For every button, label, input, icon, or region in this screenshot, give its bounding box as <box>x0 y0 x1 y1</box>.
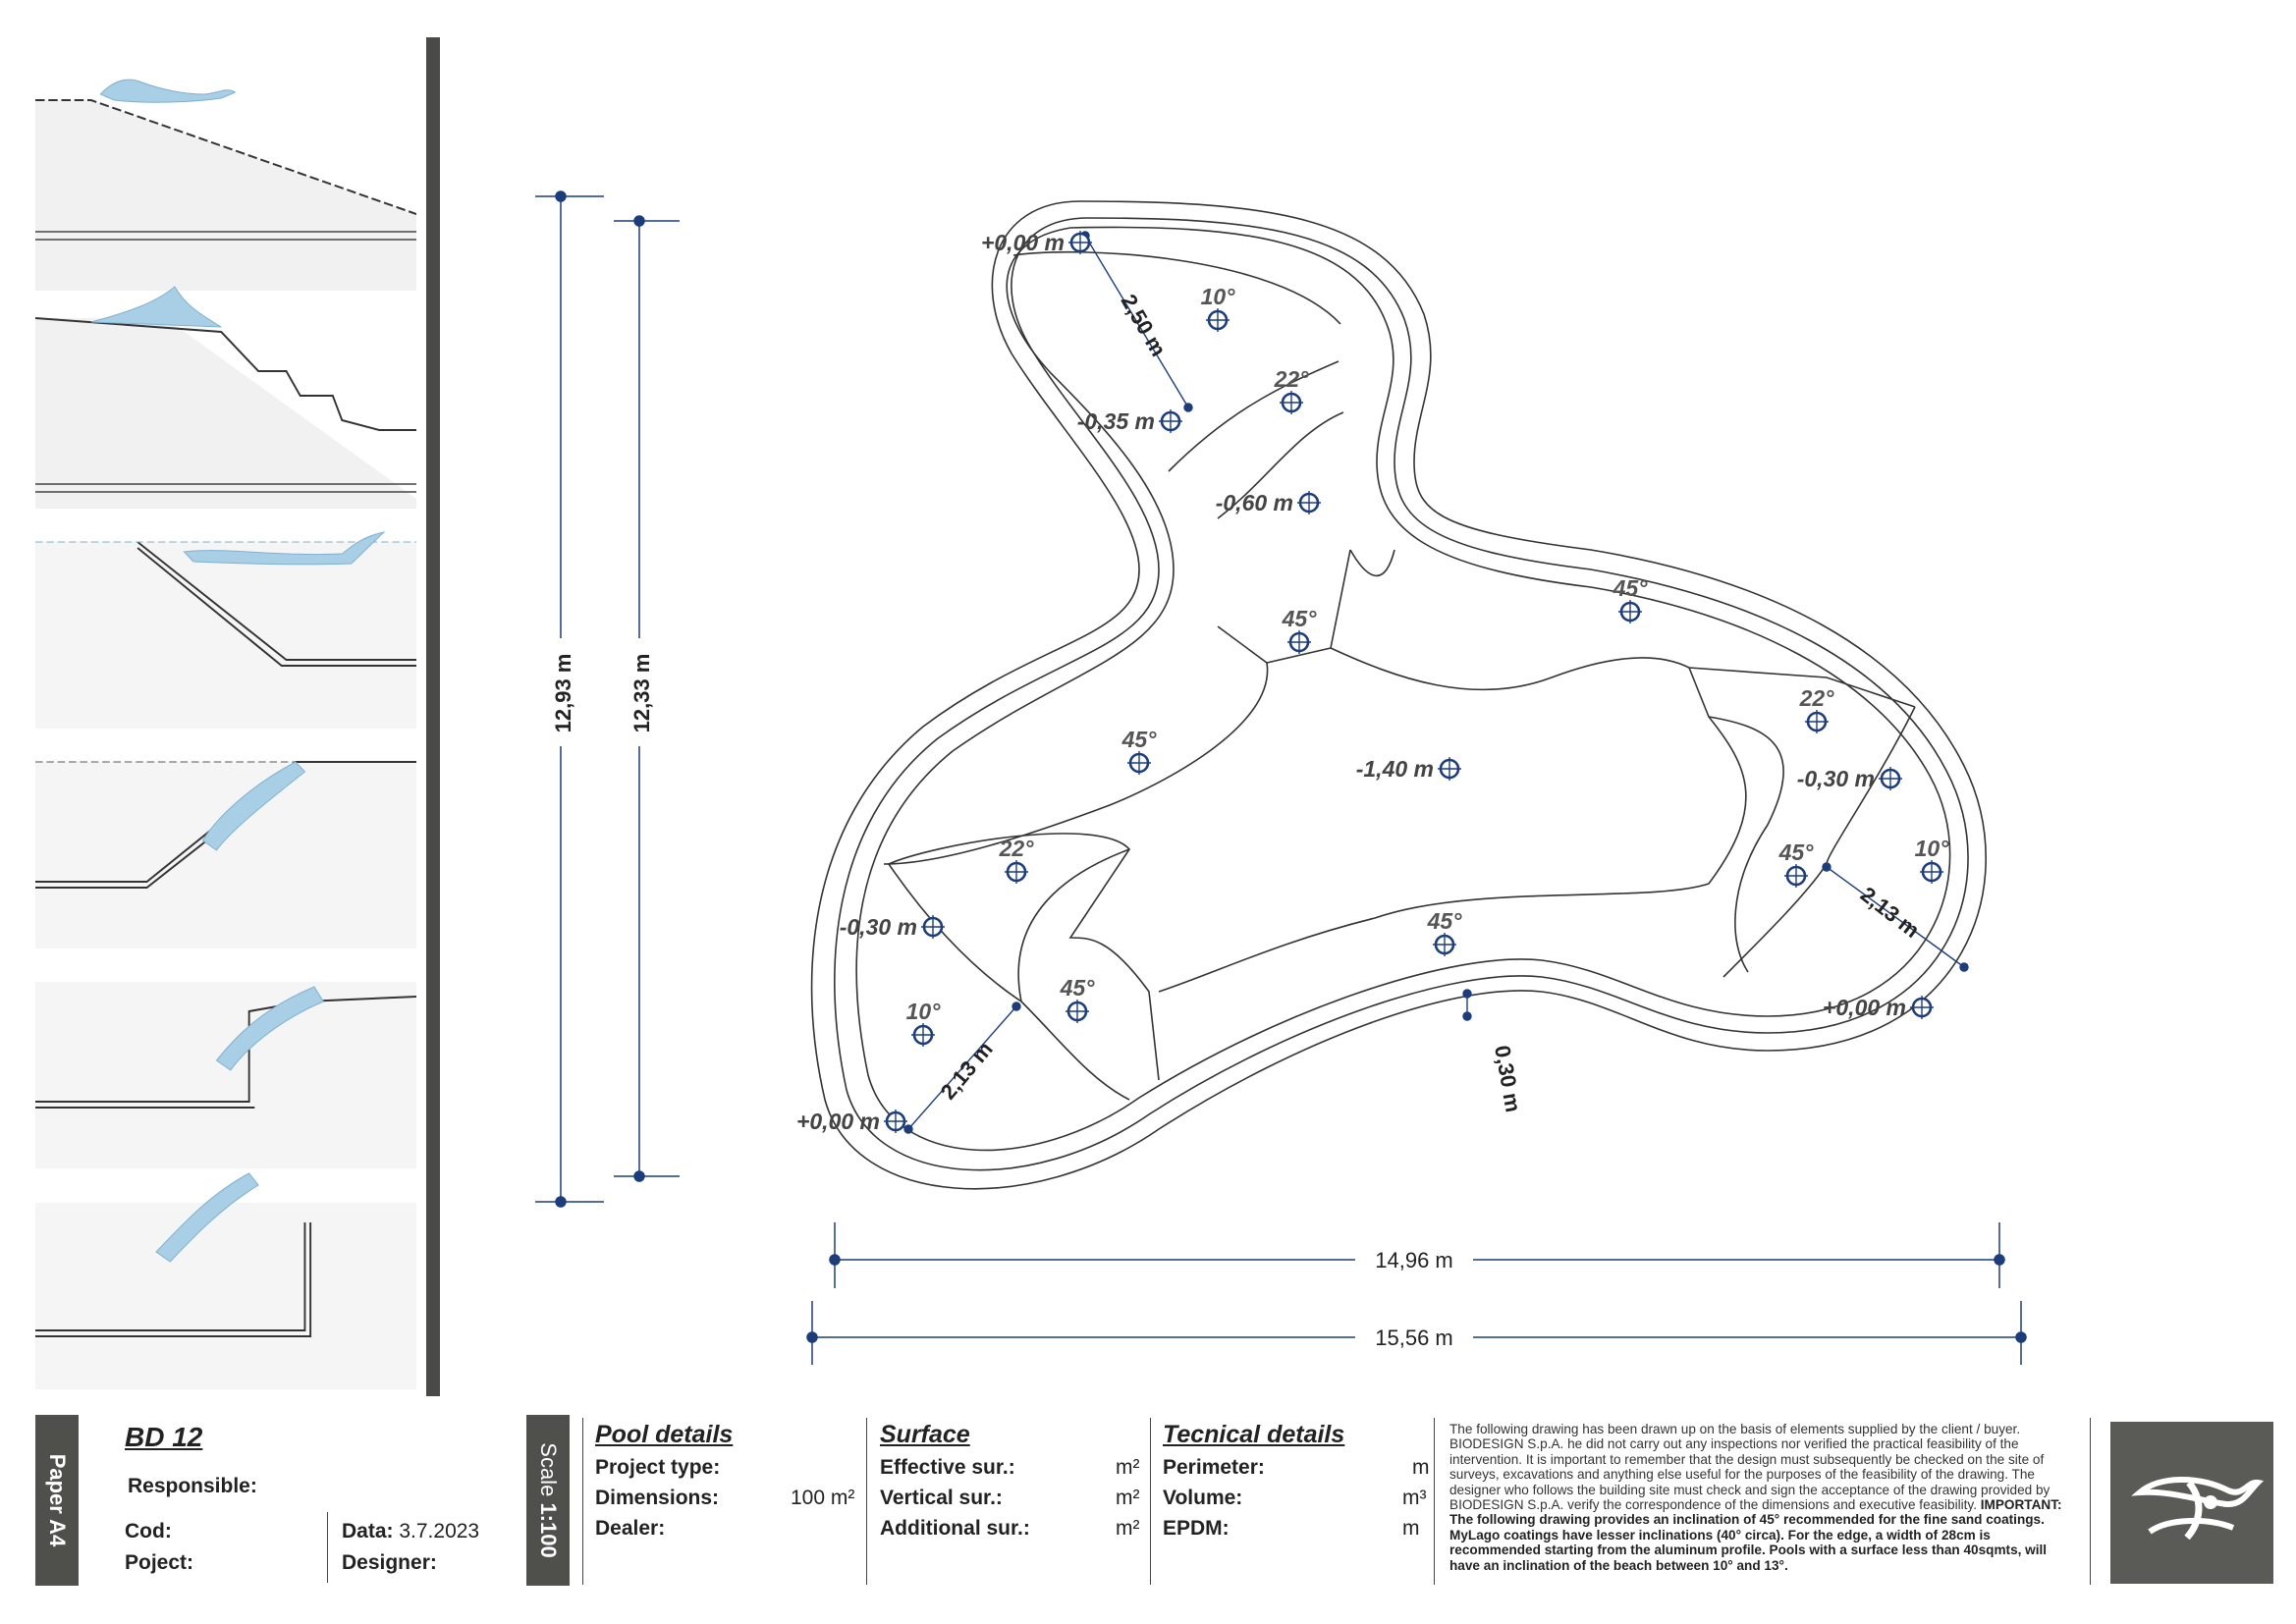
beach-top-dim: 2,50 m <box>1117 290 1172 360</box>
data-label: Data: <box>342 1520 394 1543</box>
disclaimer-text: The following drawing has been drawn up … <box>1449 1422 2050 1513</box>
depth-marker <box>1879 767 1902 790</box>
depth-marker <box>1297 491 1321 514</box>
angle-label: 22° <box>1274 366 1310 392</box>
title-divider <box>327 1512 328 1583</box>
section-bench-profile <box>35 943 416 1168</box>
angle-label: 45° <box>1427 908 1463 934</box>
beach-left-dim: 2,13 m <box>936 1037 998 1105</box>
angle-label: 45° <box>1613 575 1649 601</box>
depth-label: -0,30 m <box>840 914 917 940</box>
project-label: Poject: <box>125 1551 194 1574</box>
dealer-label: Dealer: <box>595 1517 666 1540</box>
section-beach-profile <box>35 65 416 291</box>
edge-width-dim: 0,30 m <box>1490 1044 1526 1114</box>
angle-label: 45° <box>1282 606 1318 631</box>
pool-plan: 12,93 m 12,33 m 14,96 m 15,56 m <box>535 190 2027 1365</box>
epdm-unit: m <box>1402 1517 1420 1540</box>
drawing-title: BD 12 <box>125 1422 203 1452</box>
depth-label: +0,00 m <box>796 1109 880 1134</box>
surface-heading: Surface <box>880 1421 970 1448</box>
angle-label: 45° <box>1778 839 1815 865</box>
depth-label: -0,30 m <box>1797 766 1875 791</box>
width-outer-label: 15,56 m <box>1375 1326 1453 1350</box>
scale-value: 1:100 <box>536 1502 561 1558</box>
angle-label: 10° <box>1201 284 1236 309</box>
perimeter-unit: m <box>1412 1456 1430 1479</box>
vertical-surface-label: Vertical sur.: <box>880 1487 1003 1509</box>
volume-unit: m³ <box>1402 1487 1427 1509</box>
width-inner-label: 14,96 m <box>1375 1248 1453 1272</box>
pool-divider <box>582 1418 583 1585</box>
volume-label: Volume: <box>1163 1487 1243 1509</box>
scale-tab: Scale 1:100 <box>526 1415 570 1586</box>
angle-marker <box>1127 751 1151 775</box>
section-vertical-wall-profile <box>35 1164 416 1389</box>
angle-label: 10° <box>906 999 942 1024</box>
angle-label: 22° <box>1799 685 1835 711</box>
angle-marker <box>1433 933 1456 956</box>
depth-marker <box>1910 996 1934 1019</box>
angle-marker <box>1618 600 1642 623</box>
logo-divider <box>2090 1418 2091 1585</box>
section-steps-profile <box>35 283 416 509</box>
effective-surface-unit: m² <box>1116 1456 1140 1479</box>
paper-size-label: Paper A4 <box>45 1453 70 1547</box>
depth-label: +0,00 m <box>981 230 1065 255</box>
technical-heading: Tecnical details <box>1163 1421 1345 1448</box>
project-type-label: Project type: <box>595 1456 721 1479</box>
scale-text: Scale 1:100 <box>535 1442 561 1557</box>
section-slope-profile-1 <box>35 503 416 729</box>
depth-label: -1,40 m <box>1356 756 1434 782</box>
angle-marker <box>1206 308 1230 332</box>
angle-marker <box>1066 1000 1089 1023</box>
angle-label: 10° <box>1915 836 1950 861</box>
data-field: Data: 3.7.2023 <box>342 1520 479 1543</box>
pool-details-heading: Pool details <box>595 1421 734 1448</box>
depth-label: -0,35 m <box>1077 408 1155 434</box>
scale-label: Scale <box>536 1442 561 1497</box>
depth-marker <box>1438 757 1461 781</box>
beach-right-dim: 2,13 m <box>1856 882 1924 943</box>
effective-surface-label: Effective sur.: <box>880 1456 1015 1479</box>
additional-surface-unit: m² <box>1116 1517 1140 1540</box>
depth-marker <box>1159 409 1182 433</box>
note-divider <box>1434 1418 1435 1585</box>
vertical-surface-unit: m² <box>1116 1487 1140 1509</box>
section-slope-profile-2 <box>35 723 416 948</box>
height-inner-label: 12,33 m <box>629 654 654 733</box>
dimensions-value: 100 m² <box>791 1487 855 1509</box>
angle-marker <box>1287 630 1311 654</box>
data-value: 3.7.2023 <box>399 1520 480 1543</box>
surface-divider <box>866 1418 867 1585</box>
angle-label: 22° <box>999 836 1035 861</box>
depth-label: +0,00 m <box>1823 995 1906 1020</box>
perimeter-label: Perimeter: <box>1163 1456 1265 1479</box>
depth-marker <box>884 1110 907 1133</box>
cod-label: Cod: <box>125 1520 172 1543</box>
depth-label: -0,60 m <box>1216 490 1293 515</box>
angle-marker <box>1920 860 1943 884</box>
additional-surface-label: Additional sur.: <box>880 1517 1030 1540</box>
angle-marker <box>1005 860 1028 884</box>
depth-marker <box>1068 231 1092 254</box>
technical-divider <box>1150 1418 1151 1585</box>
designer-label: Designer: <box>342 1551 437 1574</box>
depth-marker <box>921 915 945 939</box>
angle-marker <box>911 1023 935 1047</box>
angle-marker <box>1805 710 1829 733</box>
separator-bar <box>426 37 440 1396</box>
important-text: IMPORTANT: The following drawing provide… <box>1449 1497 2062 1573</box>
angle-label: 45° <box>1121 727 1158 752</box>
paper-size-tab: Paper A4 <box>35 1415 79 1586</box>
disclaimer-note: The following drawing has been drawn up … <box>1449 1422 2074 1573</box>
epdm-label: EPDM: <box>1163 1517 1230 1540</box>
responsible-label: Responsible: <box>128 1475 257 1497</box>
dimensions-label: Dimensions: <box>595 1487 720 1509</box>
angle-label: 45° <box>1060 975 1096 1001</box>
biodesign-logo <box>2110 1422 2273 1584</box>
height-outer-label: 12,93 m <box>551 654 575 733</box>
angle-marker <box>1784 864 1808 888</box>
angle-marker <box>1280 391 1303 414</box>
